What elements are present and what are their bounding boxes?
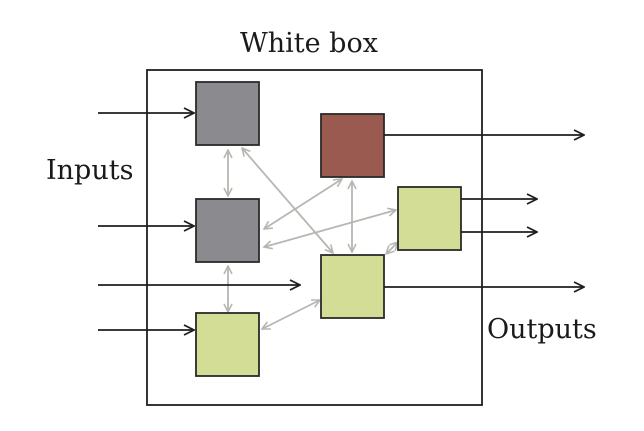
link-green-center-green-right bbox=[386, 242, 398, 254]
block-gray-top bbox=[195, 81, 260, 146]
outputs-label: Outputs bbox=[487, 314, 597, 345]
output-arrows bbox=[384, 135, 584, 287]
block-gray-middle bbox=[195, 198, 260, 263]
block-green-right bbox=[397, 186, 462, 251]
block-green-bottom bbox=[195, 312, 260, 377]
internal-links bbox=[228, 148, 398, 330]
block-red bbox=[320, 113, 385, 178]
input-arrows bbox=[98, 113, 300, 330]
link-green-right-gray2 bbox=[264, 210, 396, 247]
white-box-frame bbox=[146, 69, 483, 406]
link-green-center-green-bottom bbox=[262, 299, 320, 330]
diagram-title: White box bbox=[240, 28, 378, 59]
block-green-center bbox=[320, 254, 385, 319]
inputs-label: Inputs bbox=[46, 155, 134, 186]
